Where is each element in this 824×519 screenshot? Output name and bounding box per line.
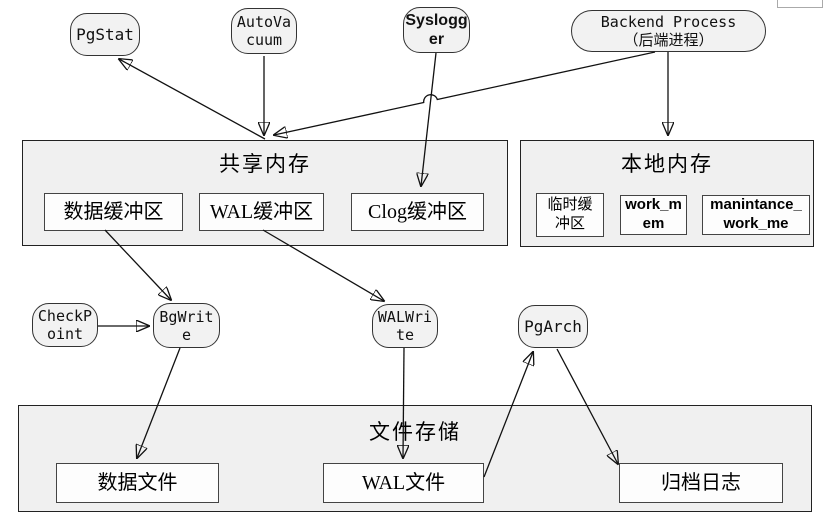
clog-buffer-box: Clog缓冲区	[351, 193, 484, 231]
node-pgarch: PgArch	[518, 305, 588, 348]
maintenance-work-mem-box: manintance_ work_me	[702, 195, 810, 235]
arrow-backend-to-shared	[274, 51, 656, 135]
temp-buffer-box: 临时缓 冲区	[536, 193, 604, 237]
data-file-box: 数据文件	[56, 463, 219, 503]
wal-file-box: WAL文件	[323, 463, 484, 503]
node-autovacuum: AutoVa cuum	[231, 8, 297, 54]
shared-memory-region: 共享内存 数据缓冲区 WAL缓冲区 Clog缓冲区	[22, 140, 508, 246]
file-storage-region: 文件存储 数据文件 WAL文件 归档日志	[18, 405, 812, 512]
node-bgwriter: BgWrit e	[153, 303, 220, 348]
wal-buffer-box: WAL缓冲区	[199, 193, 324, 231]
clipped-box-top-right	[777, 0, 823, 8]
data-buffer-box: 数据缓冲区	[44, 193, 183, 231]
file-storage-title: 文件存储	[369, 420, 461, 444]
archive-log-box: 归档日志	[619, 463, 783, 503]
shared-memory-title: 共享内存	[219, 152, 311, 176]
node-syslogger: Syslogg er	[403, 7, 470, 53]
node-checkpoint: CheckP oint	[32, 303, 98, 347]
arrow-shared-to-pgstat	[119, 59, 266, 140]
node-backend-process: Backend Process （后端进程）	[571, 10, 766, 52]
node-pgstat: PgStat	[70, 13, 140, 56]
node-walwriter: WALWri te	[372, 304, 438, 348]
local-memory-region: 本地内存 临时缓 冲区 work_m em manintance_ work_m…	[520, 140, 814, 247]
work-mem-box: work_m em	[620, 195, 687, 235]
local-memory-title: 本地内存	[621, 152, 713, 176]
